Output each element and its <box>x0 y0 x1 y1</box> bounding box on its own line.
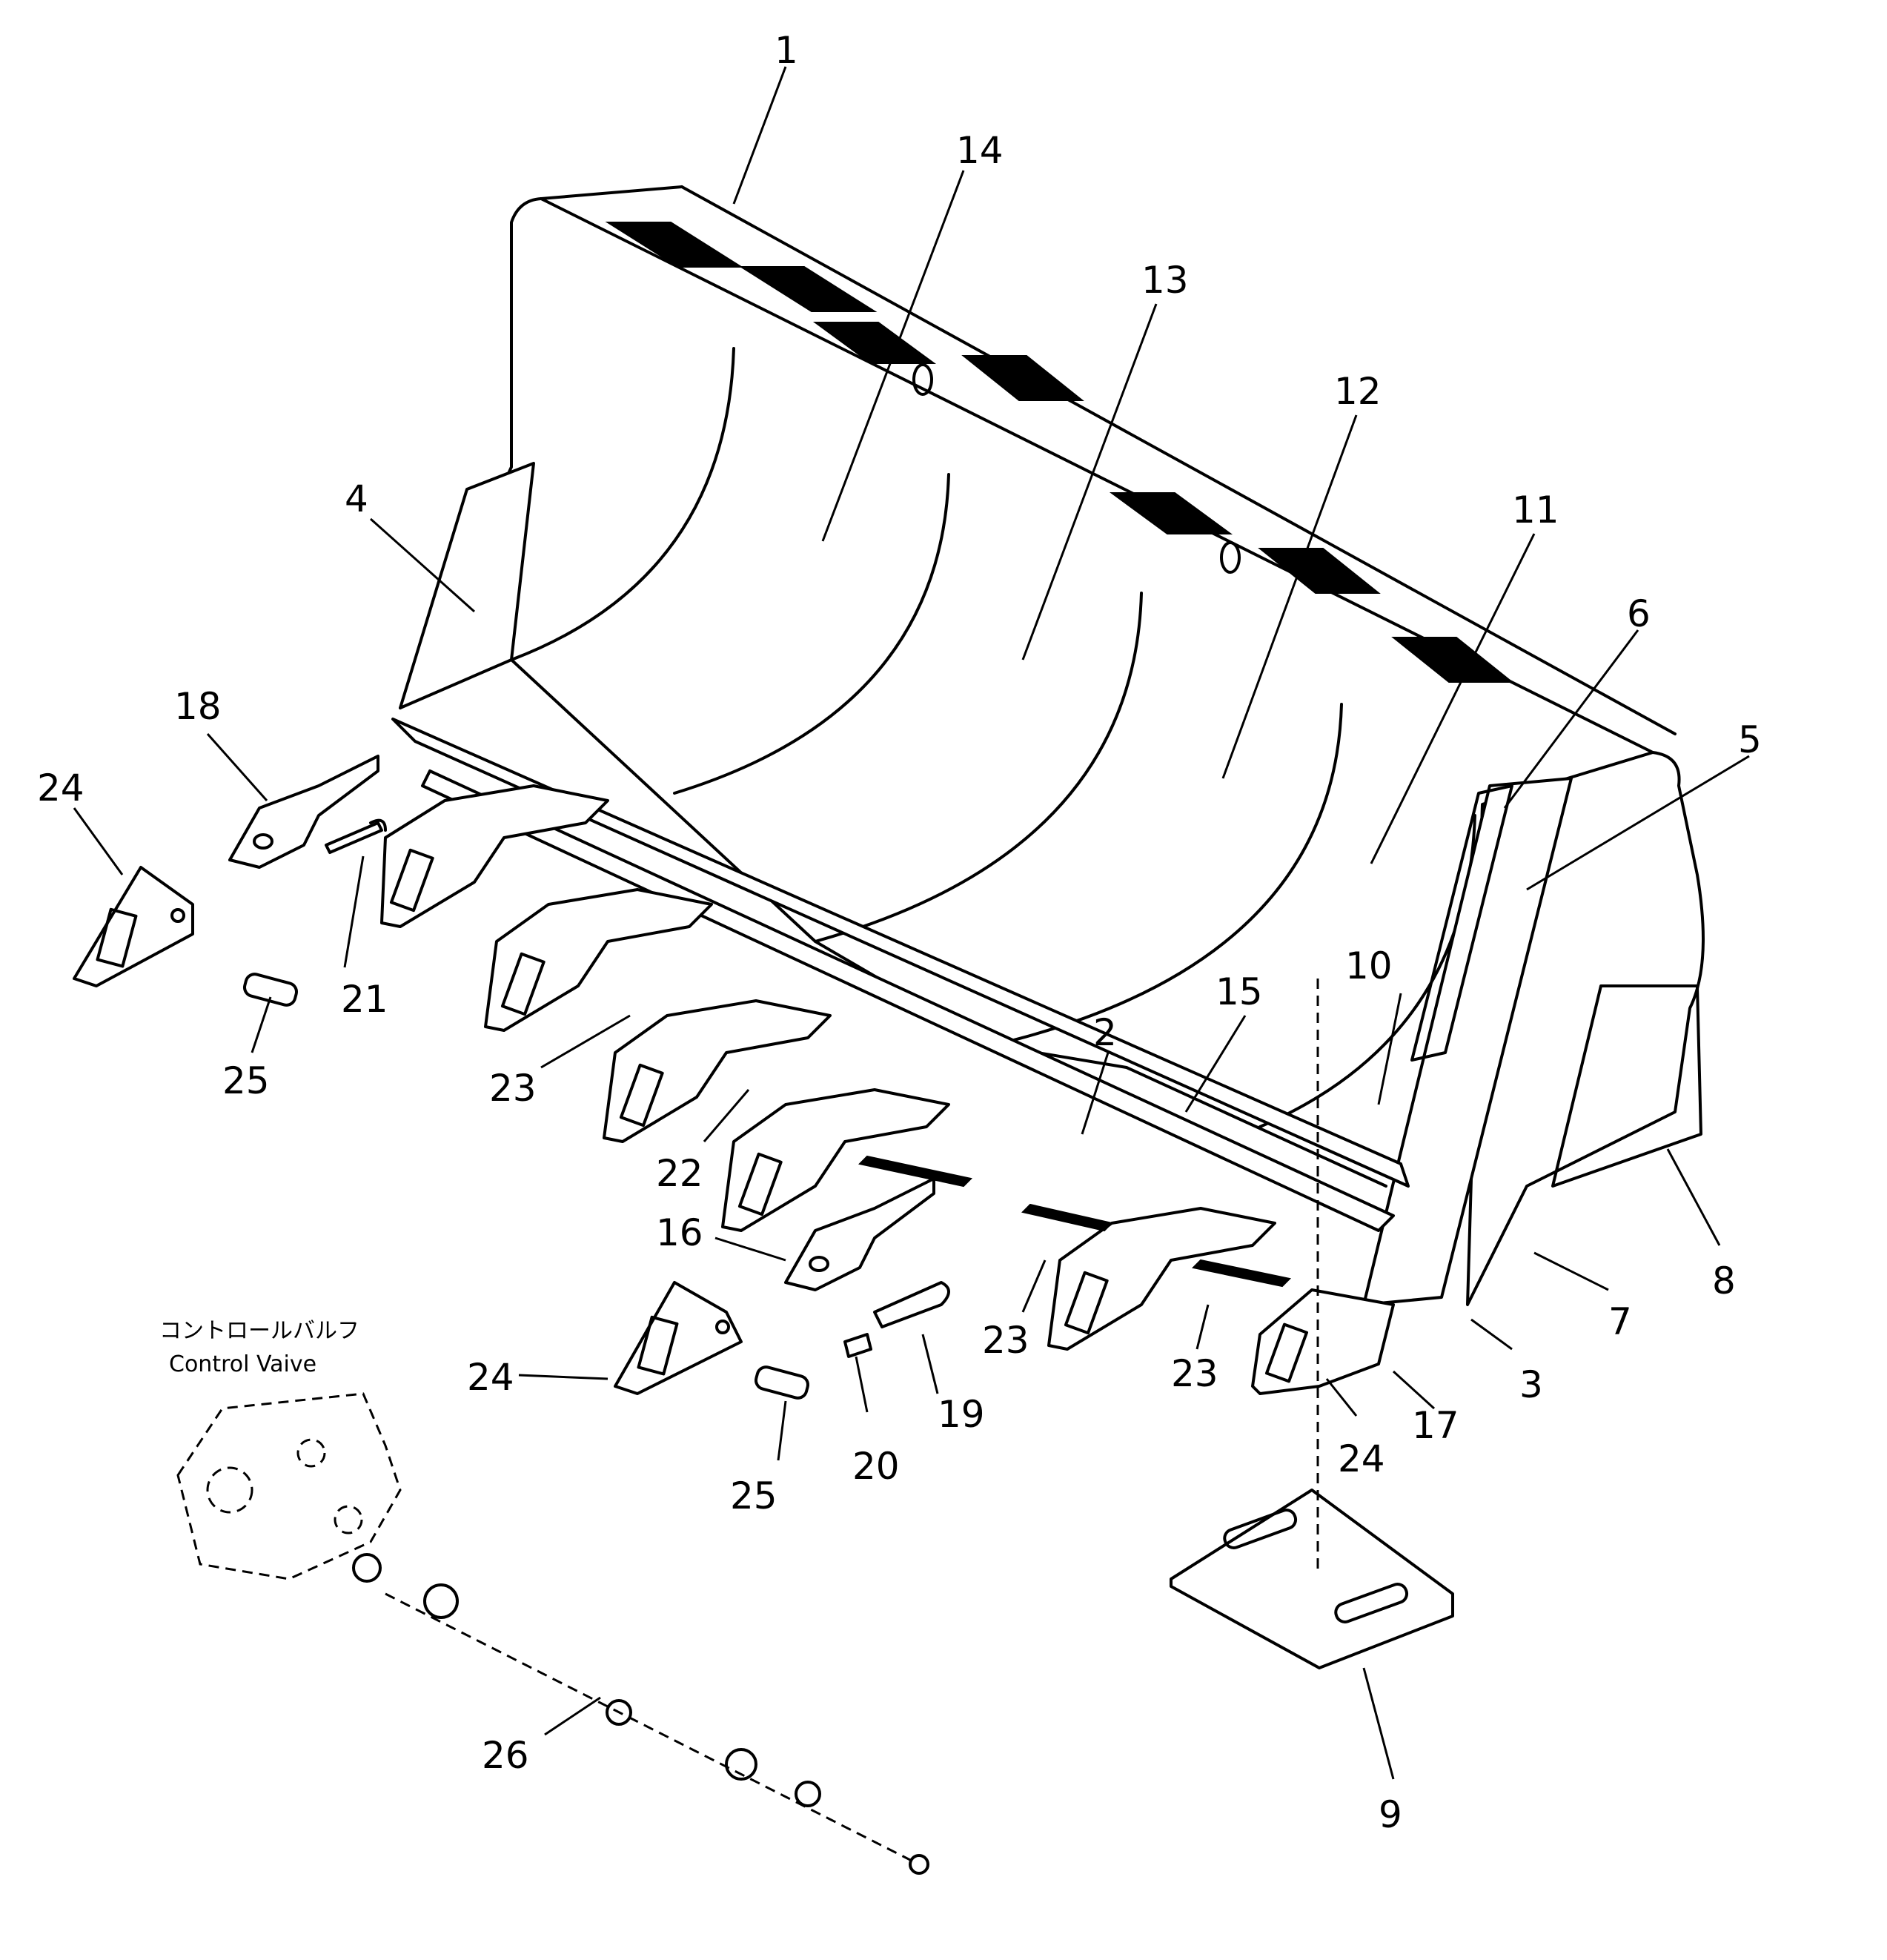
key-20 <box>843 1333 872 1358</box>
control-valve-caption-en: Control Vaive <box>169 1351 316 1377</box>
callout-7: 7 <box>1608 1300 1632 1343</box>
callout-26: 26 <box>482 1734 529 1777</box>
callout-24a: 24 <box>37 767 84 810</box>
loose-parts <box>73 755 1454 1669</box>
callout-14: 14 <box>956 129 1004 172</box>
lock-19 <box>873 1281 950 1328</box>
callout-2: 2 <box>1093 1011 1117 1054</box>
callout-9: 9 <box>1379 1793 1402 1836</box>
callout-20: 20 <box>852 1445 900 1488</box>
pin-25-left <box>243 973 298 1007</box>
callout-24b: 24 <box>467 1356 514 1399</box>
callout-25a: 25 <box>222 1059 270 1102</box>
bucket-teeth <box>380 784 1395 1395</box>
callout-21: 21 <box>341 978 388 1021</box>
pin-25-mid <box>755 1365 809 1400</box>
adapter-18 <box>228 755 379 869</box>
callout-8: 8 <box>1712 1259 1736 1302</box>
bucket-body <box>391 185 1705 1306</box>
callout-11: 11 <box>1512 489 1559 532</box>
callout-5: 5 <box>1738 718 1762 761</box>
pin-21 <box>325 818 387 854</box>
callout-22: 22 <box>656 1152 703 1195</box>
tooth-24-left <box>73 866 194 987</box>
tooth-3 <box>603 999 832 1143</box>
callout-16: 16 <box>656 1211 703 1254</box>
callout-19: 19 <box>938 1393 985 1436</box>
tooth-1 <box>380 784 609 928</box>
tooth-24-mid <box>614 1281 743 1395</box>
callout-4: 4 <box>345 477 368 520</box>
leader-lines <box>73 66 1750 1780</box>
callout-6: 6 <box>1627 592 1651 635</box>
callout-numbers: 1 2 3 4 5 6 7 8 9 10 11 12 13 14 15 16 1… <box>37 29 1762 1836</box>
shim-plate-9 <box>1170 1489 1454 1669</box>
adapter-16 <box>784 1177 935 1291</box>
callout-24c: 24 <box>1338 1437 1385 1480</box>
callout-3: 3 <box>1519 1363 1543 1406</box>
tooth-4 <box>721 1088 950 1232</box>
callout-23c: 23 <box>1171 1352 1218 1395</box>
callout-18: 18 <box>174 685 222 728</box>
callout-13: 13 <box>1141 259 1189 302</box>
callout-17: 17 <box>1412 1404 1459 1447</box>
control-valve-caption-jp: コントロールバルフ <box>159 1318 359 1344</box>
callout-12: 12 <box>1334 370 1382 413</box>
control-valve-illustration <box>176 1392 929 1875</box>
tooth-2 <box>484 888 713 1032</box>
tooth-5 <box>1047 1207 1276 1351</box>
callout-23a: 23 <box>489 1067 537 1110</box>
callout-25b: 25 <box>730 1474 777 1517</box>
callout-1: 1 <box>775 29 798 72</box>
callout-23b: 23 <box>982 1319 1029 1362</box>
callout-10: 10 <box>1345 944 1393 987</box>
callout-15: 15 <box>1216 970 1263 1013</box>
tooth-6 <box>1251 1288 1395 1395</box>
